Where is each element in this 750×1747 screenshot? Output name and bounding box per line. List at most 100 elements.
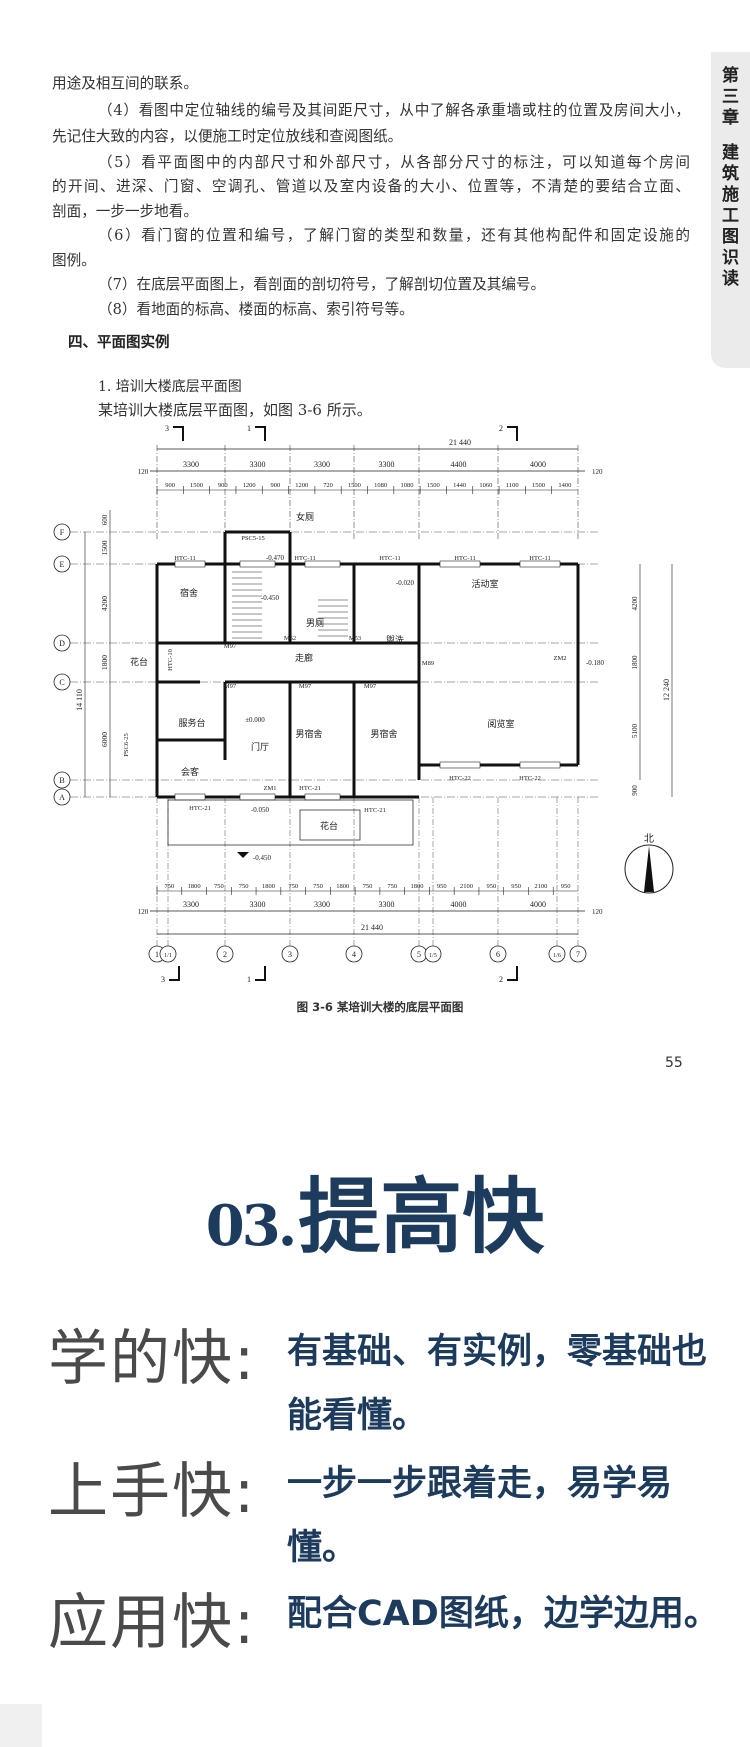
column-axis-label: 1 (155, 950, 159, 959)
top-sub-dimension: 900 (165, 482, 175, 489)
promo-title: 03.提高快 (0, 1150, 750, 1269)
column-axis-bubble (281, 945, 299, 963)
code-label: HTC-10 (167, 649, 174, 671)
elevation-label: ±0.000 (245, 716, 265, 724)
bottom-sub-dimension: 750 (387, 883, 397, 890)
section-mark (507, 426, 518, 441)
section-mark-label: 2 (499, 424, 503, 433)
window (304, 560, 341, 568)
column-axis-label: 2 (223, 950, 227, 959)
chapter-title: 建筑施工图识读 (722, 143, 739, 289)
bottom-axis-dimension: 3300 (314, 900, 330, 909)
top-sub-dimension: 1440 (453, 482, 466, 489)
bottom-sub-dimension: 950 (437, 883, 447, 890)
bottom-axis-dimension: 3300 (379, 900, 395, 909)
promo-number: 03. (205, 1193, 297, 1259)
text-line: 图例。 (52, 252, 96, 269)
edge-dimension: 120 (138, 908, 149, 916)
column-axis-bubble (489, 945, 507, 963)
column-axis-bubble (548, 945, 566, 963)
top-sub-dimension: 720 (323, 482, 333, 489)
code-label: M97 (299, 683, 312, 690)
code-label: HTC-22 (519, 775, 541, 782)
room-label: 男宿舍 (370, 728, 397, 739)
code-label: HTC-11 (454, 555, 475, 562)
text-line: 的开间、进深、门窗、空调孔、管道以及室内设备的大小、位置等，不清楚的要结合立面、 (52, 178, 690, 195)
top-sub-dimension: 1200 (243, 482, 256, 489)
total-width-label: 21 440 (449, 438, 471, 447)
bottom-sub-dimension: 1800 (188, 883, 201, 890)
bottom-axis-dimension: 3300 (183, 900, 199, 909)
top-axis-dimension: 3300 (183, 460, 199, 469)
top-sub-dimension: 900 (271, 482, 281, 489)
window (239, 793, 276, 801)
left-top-dimension: 600 (101, 514, 109, 525)
elevation-label: -0.050 (251, 806, 270, 814)
bottom-sub-dimension: 950 (486, 883, 496, 890)
room-label: 男厕 (306, 618, 324, 628)
column-axis-bubble (216, 945, 234, 963)
bottom-sub-dimension: 750 (239, 883, 249, 890)
edge-dimension: 120 (138, 468, 149, 476)
section-mark-label: 3 (161, 975, 165, 984)
chapter-side-tab: 第三章 建筑施工图识读 (711, 52, 750, 368)
page-number: 55 (665, 1055, 683, 1071)
window (519, 761, 561, 769)
room-label: 宿舍 (180, 587, 198, 598)
section-mark (169, 966, 180, 981)
top-axis-dimension: 3300 (250, 460, 266, 469)
top-axis-dimension: 4000 (530, 460, 546, 469)
bottom-axis-dimension: 3300 (250, 900, 266, 909)
room-label: 走廊 (295, 652, 313, 663)
top-sub-dimension: 1500 (427, 482, 440, 489)
room-label: 盥洗 (386, 634, 404, 645)
bottom-sub-dimension: 750 (288, 883, 298, 890)
bottom-sub-dimension: 750 (313, 883, 323, 890)
code-label: HTC-21 (364, 807, 386, 814)
left-total-dimension: 14 110 (75, 689, 84, 711)
elevation-label: -0.020 (396, 579, 415, 587)
row-axis-label: F (60, 528, 65, 537)
bottom-sub-dimension: 750 (165, 883, 175, 890)
column-axis-label: 5 (417, 950, 421, 959)
column-axis-bubble (159, 945, 177, 963)
bottom-sub-dimension: 950 (511, 883, 521, 890)
column-axis-bubble (345, 945, 363, 963)
window (439, 560, 481, 568)
text-line: （6）看门窗的位置和编号，了解门窗的类型和数量，还有其他构配件和固定设施的 (98, 227, 690, 244)
text-line: （8）看地面的标高、楼面的标高、索引符号等。 (98, 301, 414, 318)
room-label: 花台 (320, 820, 338, 831)
code-label: HTC-11 (174, 555, 195, 562)
window (304, 793, 341, 801)
elevation-label: -0.180 (586, 659, 605, 667)
code-label: PSC6-25 (123, 733, 130, 756)
top-sub-dimension: 1500 (190, 482, 203, 489)
section-mark-label: 1 (247, 975, 251, 984)
window (519, 560, 561, 568)
top-sub-dimension: 1500 (348, 482, 361, 489)
text-line: 剖面，一步一步地看。 (52, 203, 198, 220)
left-dimension: 6000 (100, 732, 109, 747)
code-label: HTC-11 (294, 555, 315, 562)
left-dimension: 4200 (100, 596, 109, 611)
column-axis-label: 7 (576, 950, 580, 959)
top-sub-dimension: 1200 (295, 482, 308, 489)
code-label: HTC-21 (189, 805, 211, 812)
room-label: 服务台 (178, 717, 205, 728)
top-sub-dimension: 1500 (532, 482, 545, 489)
code-label: PSC5-15 (241, 535, 264, 542)
code-label: ZM1 (264, 785, 277, 792)
column-axis-label: 1/1 (164, 953, 172, 959)
bottom-axis-dimension: 4000 (451, 900, 467, 909)
window (439, 761, 481, 769)
code-label: HTC-22 (449, 775, 471, 782)
top-sub-dimension: 1400 (558, 482, 571, 489)
bottom-sub-dimension: 1800 (262, 883, 275, 890)
feature-label: 应用快: (48, 1588, 257, 1658)
right-dimension: 5100 (631, 724, 639, 739)
row-axis-label: D (59, 639, 65, 648)
feature-text: 配合CAD图纸，边学边用。 (287, 1594, 719, 1634)
column-axis-label: 3 (288, 950, 292, 959)
right-dimension: 4200 (631, 596, 639, 611)
row-axis-label: A (59, 793, 65, 802)
